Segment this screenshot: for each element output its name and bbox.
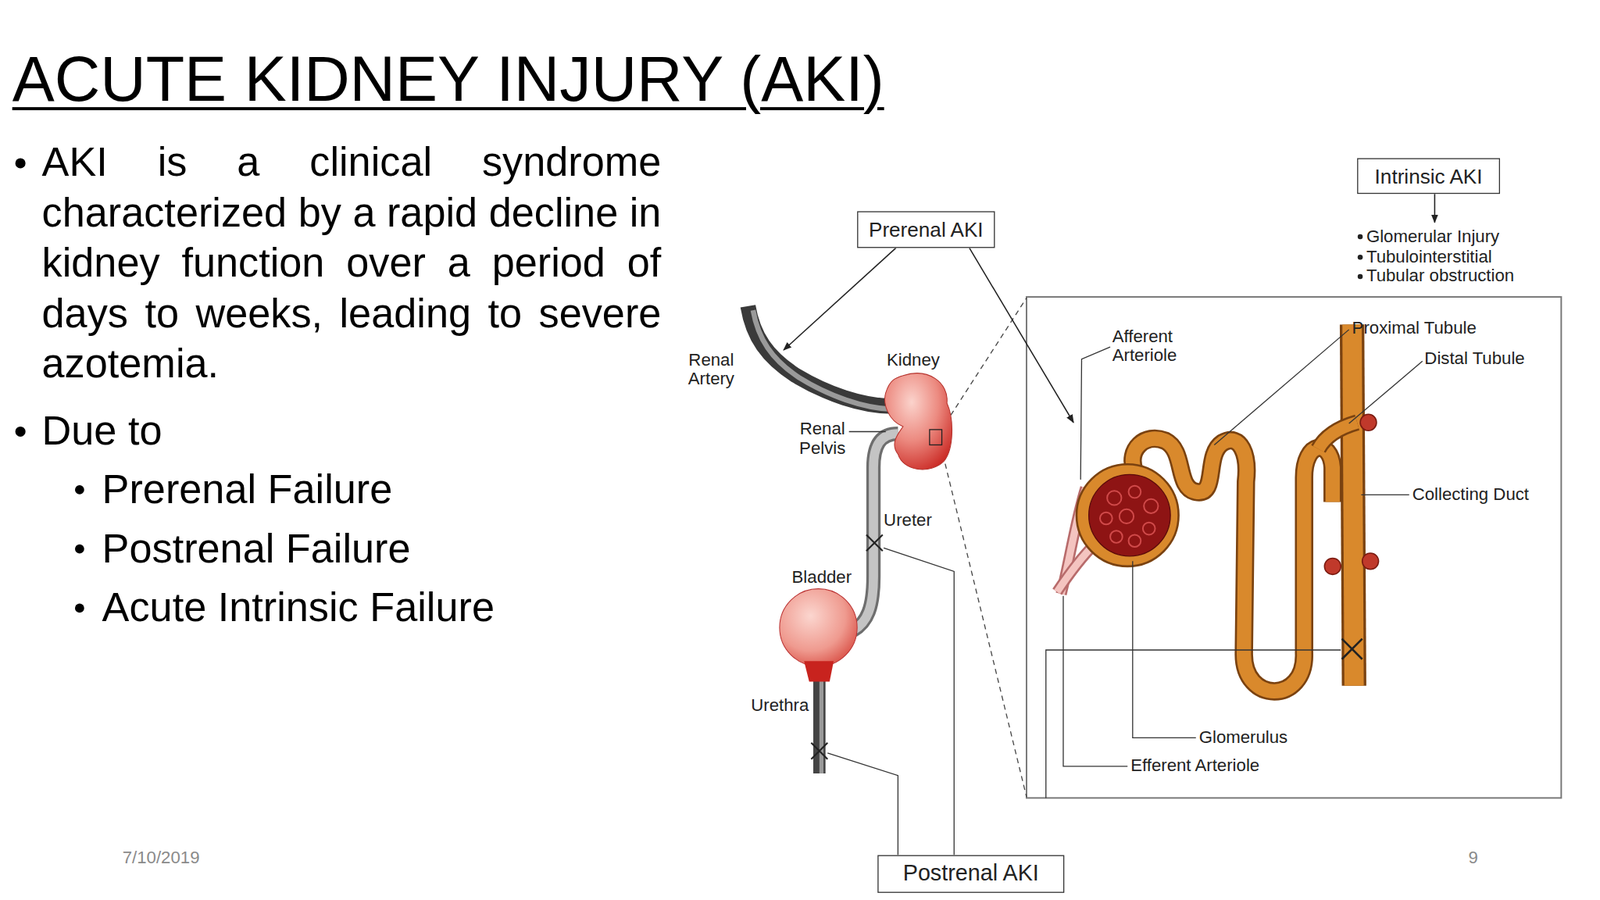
capillary-loop [1128,534,1142,547]
tubule-end [1362,553,1379,570]
bullet-dot [75,485,85,495]
slide-date: 7/10/2019 [122,847,200,868]
bullet-text: Due to [42,406,163,458]
capillary-loop [1100,512,1113,525]
bowman-capsule [1076,464,1179,567]
list-item: Glomerular Injury [1366,226,1500,247]
box-label: Prerenal AKI [868,218,984,242]
renal-tubule [1132,439,1333,692]
anatomy-label: Ureter [883,510,933,530]
renal-artery-highlight [753,310,893,410]
definition-text: AKI is a clinical syndrome characterized… [42,136,662,390]
urethra-tube [813,675,826,774]
cause-item: Prerenal Failure [102,464,393,515]
box-label: Postrenal AKI [903,861,1040,887]
leader-line [1063,596,1128,767]
distal-tubule [1318,422,1358,450]
nephron-label: Efferent Arteriole [1130,756,1260,776]
bullet-dot [15,157,26,168]
inset-frame [1026,296,1561,798]
ureter-tube [853,433,898,631]
category-box: Prerenal AKI [857,210,995,248]
capillary-loop [1119,509,1134,524]
anatomy-label: Renal Artery [681,350,741,390]
urethra-highlight [819,675,824,774]
category-box: Postrenal AKI [877,855,1065,893]
anatomy-label: Kidney [886,350,940,370]
capillary-loop [1142,522,1156,536]
capillary-loop [1143,499,1158,514]
pointer-arrow [1434,193,1436,223]
pointer-arrow [969,247,1074,422]
bullet-dot [15,426,26,437]
glomerulus-tuft [1089,474,1171,556]
leader-line [1080,346,1111,480]
leader-line [1214,329,1349,446]
bullet-dot [1357,254,1364,261]
list-item: Tubular obstruction [1366,266,1515,286]
nephron-label: Distal Tubule [1424,349,1525,369]
renal-tubule-fill [1132,439,1333,692]
nephron-label: Afferent Arteriole [1112,326,1186,366]
leader-line [1046,650,1341,798]
capillary-loop [1128,485,1142,499]
ureter-highlight [853,433,898,631]
leader-line [1360,494,1409,496]
tubule-end [1324,557,1341,575]
pointer-arrow [783,247,897,350]
tubule-end [1360,414,1377,431]
capillary-loop [1107,490,1122,505]
zoom-square [929,429,943,446]
collecting-duct [1352,324,1355,686]
obstruction-mark [866,534,883,551]
bullet-dot [75,603,85,614]
slide-title: ACUTE KIDNEY INJURY (AKI) [12,47,885,111]
collecting-duct-fill [1352,324,1355,686]
bullet-dot [75,544,85,554]
anatomy-label: Urethra [750,696,809,716]
obstruction-mark [810,742,828,760]
nephron-label: Glomerulus [1199,727,1289,747]
bladder-shape [779,589,858,667]
distal-tubule-fill [1318,422,1358,450]
bullet-dot [1357,274,1364,280]
capillary-loop [1110,530,1123,543]
obstruction-mark [1342,639,1363,660]
leader-line [883,547,954,855]
kidney-shape [885,373,953,470]
leader-line [849,431,886,433]
anatomy-label: Renal Pelvis [793,419,851,459]
category-box: Intrinsic AKI [1357,157,1500,194]
bullet-dot [1357,234,1364,240]
list-item: Tubulointerstitial [1366,246,1493,267]
anatomy-label: Bladder [792,567,853,587]
cause-item: Postrenal Failure [102,523,411,575]
leader-line [1349,360,1423,424]
box-label: Intrinsic AKI [1375,164,1483,188]
slide-number: 9 [1468,847,1479,868]
nephron-label: Collecting Duct [1412,484,1529,504]
leader-line [827,753,898,856]
nephron-label: Proximal Tubule [1352,318,1477,339]
cause-item: Acute Intrinsic Failure [102,582,495,634]
bladder-neck [803,660,834,682]
